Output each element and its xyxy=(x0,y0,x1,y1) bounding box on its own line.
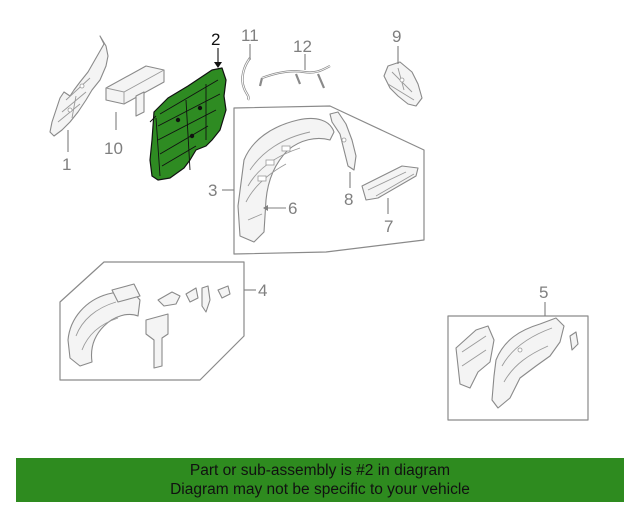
callout-1[interactable]: 1 xyxy=(62,155,71,174)
callout-6[interactable]: 6 xyxy=(288,199,297,218)
info-banner: Part or sub-assembly is #2 in diagram Di… xyxy=(16,458,624,502)
part-11-hose[interactable] xyxy=(241,57,251,101)
callout-8[interactable]: 8 xyxy=(344,190,353,209)
part-8-bracket[interactable] xyxy=(329,111,357,171)
callout-10[interactable]: 10 xyxy=(104,139,123,158)
part-2-highlighted-panel[interactable] xyxy=(149,67,227,181)
banner-line-2: Diagram may not be specific to your vehi… xyxy=(170,481,470,498)
part-5-quarter-inner[interactable] xyxy=(455,317,579,409)
part-4-inner-wheelhouse[interactable] xyxy=(67,283,231,369)
callout-2[interactable]: 2 xyxy=(211,30,220,49)
callout-4[interactable]: 4 xyxy=(258,281,267,300)
part-6-outer-wheelhouse[interactable] xyxy=(237,117,335,243)
part-7-extension[interactable] xyxy=(361,165,419,201)
arrow-6-icon xyxy=(263,205,268,211)
part-10-bracket[interactable] xyxy=(105,65,165,117)
part-9-upper-bracket[interactable] xyxy=(383,61,423,107)
part-12-harness[interactable] xyxy=(258,65,331,89)
banner-line-1: Part or sub-assembly is #2 in diagram xyxy=(189,462,451,479)
callout-11[interactable]: 11 xyxy=(241,26,259,45)
arrow-2-icon xyxy=(214,62,222,68)
callout-9[interactable]: 9 xyxy=(392,27,401,46)
callout-5[interactable]: 5 xyxy=(539,283,548,302)
callout-7[interactable]: 7 xyxy=(384,217,393,236)
callout-12[interactable]: 12 xyxy=(293,37,312,56)
callout-3[interactable]: 3 xyxy=(208,181,217,200)
parts-diagram: 1 10 2 11 12 9 3 xyxy=(49,26,589,421)
part-1-inner-pillar[interactable] xyxy=(49,35,109,137)
